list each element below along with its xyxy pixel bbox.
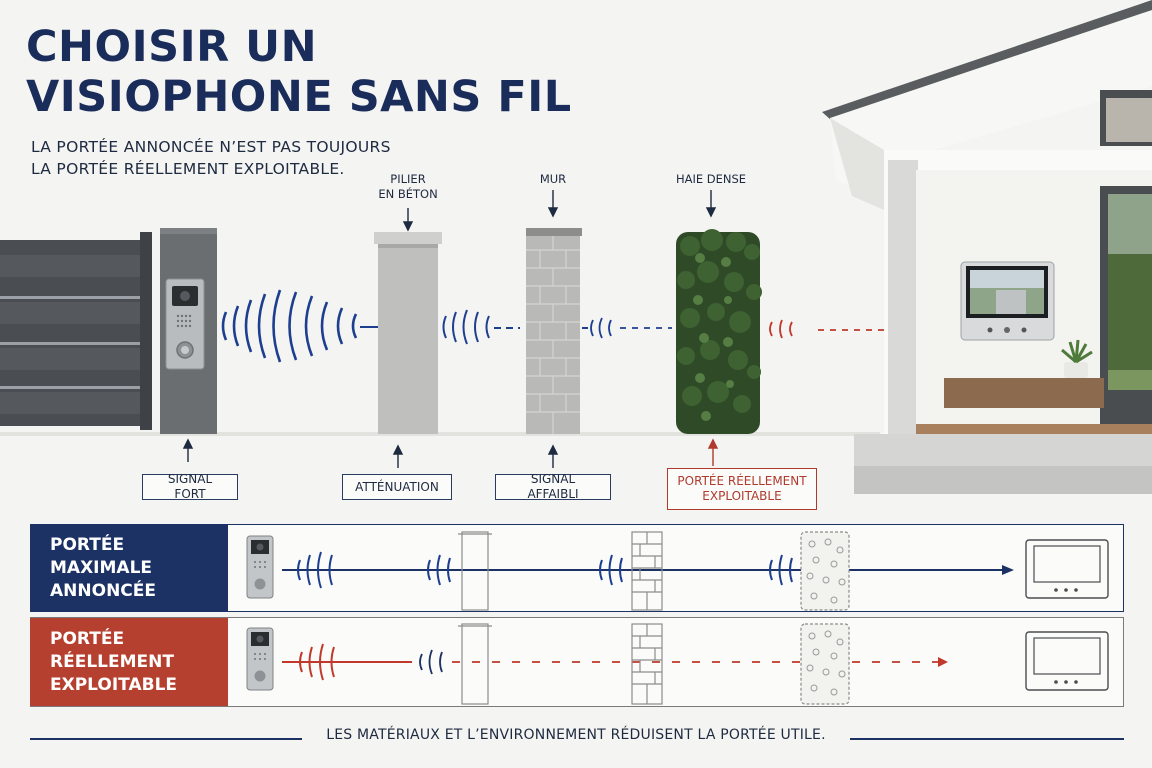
row-max-line-2: annoncée	[50, 580, 156, 601]
row-max-line-1: Portée maximale	[50, 534, 153, 578]
gate	[0, 232, 152, 430]
callout-strong-signal: Signal fort	[142, 472, 238, 501]
video-doorbell-icon	[165, 278, 205, 370]
callout-usable-range: Portée réellement exploitable	[667, 468, 817, 510]
footer-rule-right	[850, 738, 1124, 740]
label-hedge: Haie dense	[675, 172, 747, 186]
row-max-doorbell-icon	[246, 535, 274, 599]
dense-hedge	[676, 229, 762, 434]
row-max-monitor-icon	[1025, 539, 1109, 599]
wave-icon-weak	[590, 317, 612, 339]
concrete-pillar	[374, 232, 442, 434]
row-real-hedge	[800, 623, 850, 705]
row-real-line-1: Portée réellement	[50, 628, 174, 672]
wave-icon-medium	[442, 309, 490, 345]
subtitle: La portée annoncée n’est pas toujours la…	[31, 136, 491, 180]
footer-caption: Les matériaux et l’environnement réduise…	[326, 727, 826, 743]
row-real-label: Portée réellement exploitable	[30, 618, 228, 706]
row-real-arrow-icon	[938, 657, 948, 667]
row-real-monitor-icon	[1025, 631, 1109, 691]
row-max-arrow-icon	[1002, 565, 1014, 575]
row-max-wall	[631, 531, 663, 611]
wave-icon-red	[769, 319, 793, 339]
row-real-wave-icon	[299, 643, 335, 681]
row-real-pillar	[458, 623, 492, 705]
row-max-wave-icon	[297, 551, 793, 589]
footer-rule-left	[30, 738, 302, 740]
title-line-2: visiophone sans fil	[26, 72, 572, 122]
row-real-line-2: exploitable	[50, 674, 178, 695]
row-max-label: Portée maximale annoncée	[30, 525, 228, 611]
row-real-wave-icon-blue	[419, 649, 443, 675]
row-max-hedge	[800, 531, 850, 611]
arrow-down-icon	[402, 190, 717, 232]
brick-wall	[526, 228, 582, 434]
page-title: Choisir un visiophone sans fil	[26, 22, 666, 122]
comparison-diagram	[246, 531, 1109, 705]
callout-weakened-signal: Signal affaibli	[495, 472, 611, 501]
monitor-icon	[960, 261, 1055, 341]
wave-icon-strong	[221, 289, 358, 363]
label-pillar-line-1: Pilier	[390, 172, 426, 186]
arrow-up-icon-red	[707, 438, 719, 466]
label-wall: Mur	[539, 172, 567, 186]
callout-attenuation: Atténuation	[342, 474, 452, 500]
title-line-1: Choisir un	[26, 22, 318, 72]
subtitle-line-1: La portée annoncée n’est pas toujours	[31, 138, 391, 156]
plant-icon	[1061, 339, 1093, 378]
label-pillar: Pilier en béton	[348, 172, 468, 202]
callout-usable-line-2: exploitable	[702, 489, 782, 503]
row-real-doorbell-icon	[246, 627, 274, 691]
illustration-scene	[0, 0, 1152, 494]
row-max-pillar	[458, 531, 492, 611]
ground-line	[0, 432, 880, 436]
house	[822, 0, 1152, 494]
subtitle-line-2: la portée réellement exploitable.	[31, 160, 345, 178]
label-pillar-line-2: en béton	[378, 187, 438, 201]
callout-usable-line-1: Portée réellement	[677, 474, 807, 488]
row-real-wall	[631, 623, 663, 705]
arrow-up-icon	[182, 438, 559, 468]
